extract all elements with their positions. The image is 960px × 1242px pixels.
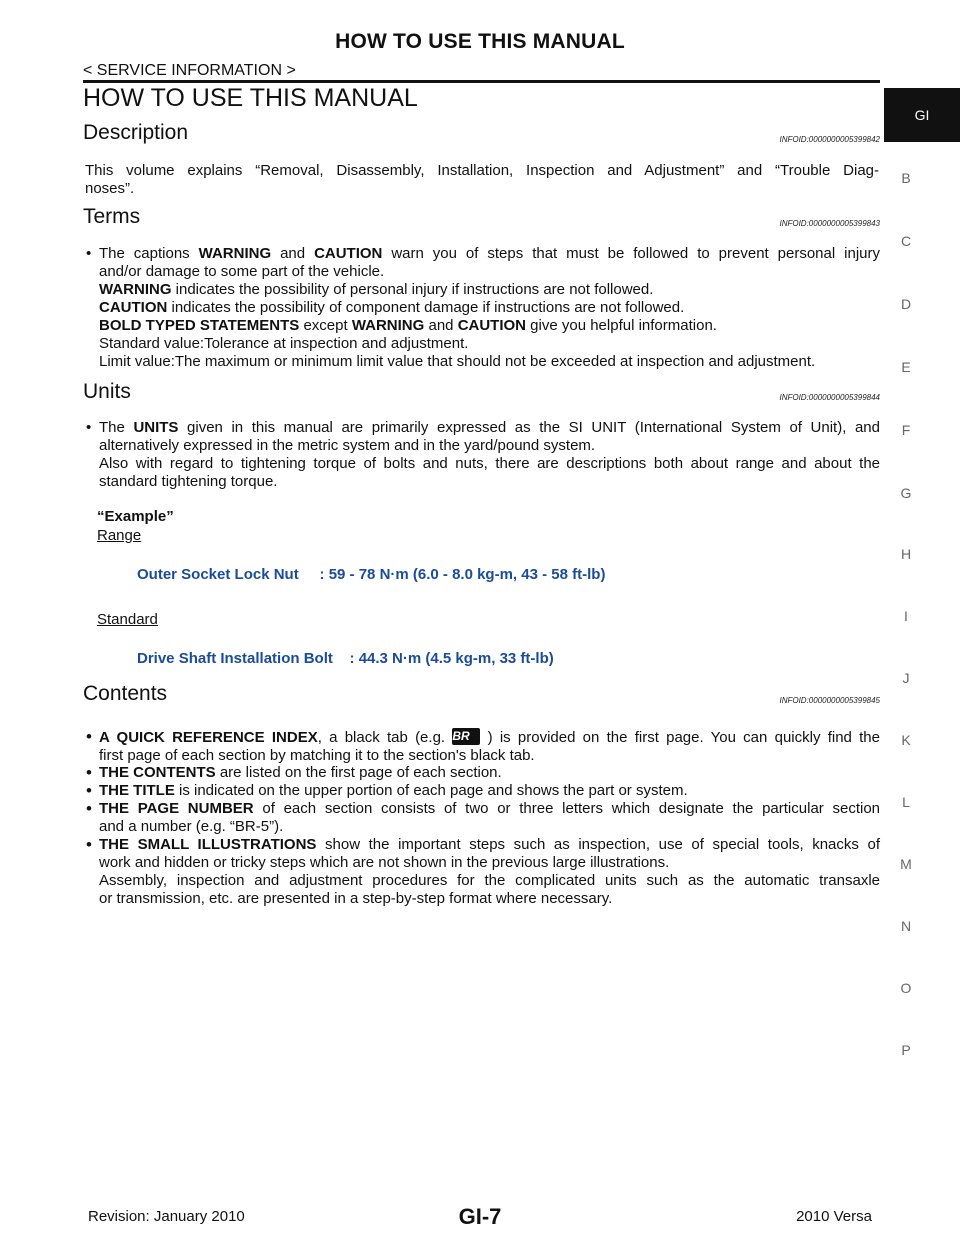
text-line: A QUICK REFERENCE INDEX, a black tab (e.…	[99, 728, 880, 747]
text-run: indicates the possibility of personal in…	[171, 281, 654, 298]
text-run: , a black tab (e.g.	[317, 729, 453, 746]
bullet-dot: •	[86, 763, 92, 782]
side-tab-letter[interactable]: H	[900, 546, 912, 562]
side-tab-letter[interactable]: I	[904, 608, 908, 624]
standard-label: Standard	[97, 611, 158, 628]
text-line: and/or damage to some part of the vehicl…	[99, 263, 385, 280]
bullet-dot: •	[86, 835, 92, 854]
section-title-units: Units	[83, 380, 131, 403]
text-run: are listed on the first page of each sec…	[215, 764, 502, 781]
text-line: CAUTION indicates the possibility of com…	[99, 299, 880, 317]
text-run: ) is provided on the first page. You can…	[480, 729, 880, 746]
text-run: and	[271, 245, 315, 262]
text-line: THE PAGE NUMBER of each section consists…	[99, 800, 880, 818]
header-rule	[83, 80, 880, 83]
text-run: warn you of steps that must be followed …	[382, 245, 880, 262]
example-label: “Example”	[97, 508, 174, 525]
side-tab-letter[interactable]: J	[902, 670, 910, 686]
text-run: is indicated on the upper portion of eac…	[174, 782, 688, 799]
bold-run: CAUTION	[457, 317, 527, 334]
bold-run: BOLD TYPED STATEMENTS	[99, 317, 300, 334]
side-tab-letter[interactable]: D	[900, 296, 912, 312]
text-line: Assembly, inspection and adjustment proc…	[99, 872, 880, 889]
text-line: standard tightening torque.	[99, 473, 278, 490]
section-title-contents: Contents	[83, 682, 168, 705]
footer-model: 2010 Versa	[796, 1208, 872, 1225]
bold-run: THE TITLE	[99, 782, 175, 799]
side-tab-letter[interactable]: N	[900, 918, 912, 934]
text-line: work and hidden or tricky steps which ar…	[99, 854, 670, 871]
text-line: THE SMALL ILLUSTRATIONS show the importa…	[99, 836, 880, 854]
info-id: INFOID:0000000005399842	[779, 135, 880, 144]
bold-run: WARNING	[198, 245, 272, 262]
description-text: This volume explains “Removal, Disassemb…	[85, 162, 879, 198]
side-tab-letter[interactable]: L	[902, 794, 910, 810]
side-tab-letter[interactable]: P	[901, 1042, 911, 1058]
standard-spec: Drive Shaft Installation Bolt : 44.3 N·m…	[137, 650, 554, 667]
bold-run: WARNING	[351, 317, 425, 334]
side-tab-letter[interactable]: F	[901, 422, 911, 438]
bullet-dot: •	[86, 727, 92, 746]
text-run: except	[299, 317, 352, 334]
info-id: INFOID:0000000005399843	[779, 219, 880, 228]
bold-run: THE SMALL ILLUSTRATIONS	[99, 836, 317, 853]
bullet-dot: •	[86, 419, 92, 436]
text-line: alternatively expressed in the metric sy…	[99, 437, 596, 454]
info-id: INFOID:0000000005399844	[779, 393, 880, 402]
bold-run: CAUTION	[99, 299, 168, 316]
text-run: The	[99, 419, 134, 436]
text-line: The UNITS given in this manual are prima…	[99, 419, 880, 437]
range-label: Range	[97, 527, 142, 544]
range-spec: Outer Socket Lock Nut : 59 - 78 N·m (6.0…	[137, 566, 606, 583]
bold-run: WARNING	[99, 281, 172, 298]
side-tab-letter[interactable]: G	[900, 485, 912, 501]
info-id: INFOID:0000000005399845	[779, 696, 880, 705]
text-run: indicates the possibility of component d…	[167, 299, 685, 316]
text-line: THE CONTENTS are listed on the first pag…	[99, 764, 880, 782]
text-run: The captions	[99, 245, 199, 262]
bullet-dot: •	[86, 245, 92, 262]
text-line: Standard value:Tolerance at inspection a…	[99, 335, 469, 352]
side-tab-letter[interactable]: M	[900, 856, 912, 872]
br-tab-icon: BR	[452, 728, 481, 745]
side-tab-letter[interactable]: C	[900, 233, 912, 249]
text-line: or transmission, etc. are presented in a…	[99, 890, 613, 907]
section-title-terms: Terms	[83, 205, 141, 228]
side-tab-letter[interactable]: E	[901, 359, 911, 375]
section-title-description: Description	[83, 121, 189, 144]
text-line: BOLD TYPED STATEMENTS except WARNING and…	[99, 317, 880, 335]
running-header-section: < SERVICE INFORMATION >	[83, 62, 296, 79]
text-line: THE TITLE is indicated on the upper port…	[99, 782, 880, 800]
text-run: given in this manual are primarily expre…	[178, 419, 880, 436]
text-run: give you helpful information.	[526, 317, 717, 334]
text-run: show the important steps such as inspect…	[316, 836, 880, 853]
bold-run: UNITS	[133, 419, 179, 436]
text-line: first page of each section by matching i…	[99, 747, 535, 764]
text-line: Limit value:The maximum or minimum limit…	[99, 353, 816, 370]
footer-revision: Revision: January 2010	[88, 1208, 245, 1225]
text-line: The captions WARNING and CAUTION warn yo…	[99, 245, 880, 263]
running-header-title: HOW TO USE THIS MANUAL	[335, 30, 625, 53]
side-tab-letter[interactable]: B	[901, 170, 911, 186]
side-tab-letter[interactable]: O	[900, 980, 912, 996]
page-title: HOW TO USE THIS MANUAL	[83, 84, 418, 112]
bullet-dot: •	[86, 799, 92, 818]
bold-run: CAUTION	[314, 245, 383, 262]
text-line: noses”.	[85, 180, 135, 197]
bold-run: A QUICK REFERENCE INDEX	[99, 729, 318, 746]
bullet-dot: •	[86, 781, 92, 800]
side-tab-active[interactable]: GI	[884, 88, 960, 142]
bold-run: THE PAGE NUMBER	[99, 800, 254, 817]
text-line: This volume explains “Removal, Disassemb…	[85, 162, 879, 179]
text-run: and	[424, 317, 458, 334]
bold-run: THE CONTENTS	[99, 764, 216, 781]
text-line: and a number (e.g. “BR-5”).	[99, 818, 284, 835]
text-run: of each section consists of two or three…	[253, 800, 881, 817]
side-tab-letter[interactable]: K	[901, 732, 911, 748]
footer-page-number: GI-7	[458, 1204, 502, 1229]
text-line: WARNING indicates the possibility of per…	[99, 281, 880, 299]
text-line: Also with regard to tightening torque of…	[99, 455, 880, 472]
